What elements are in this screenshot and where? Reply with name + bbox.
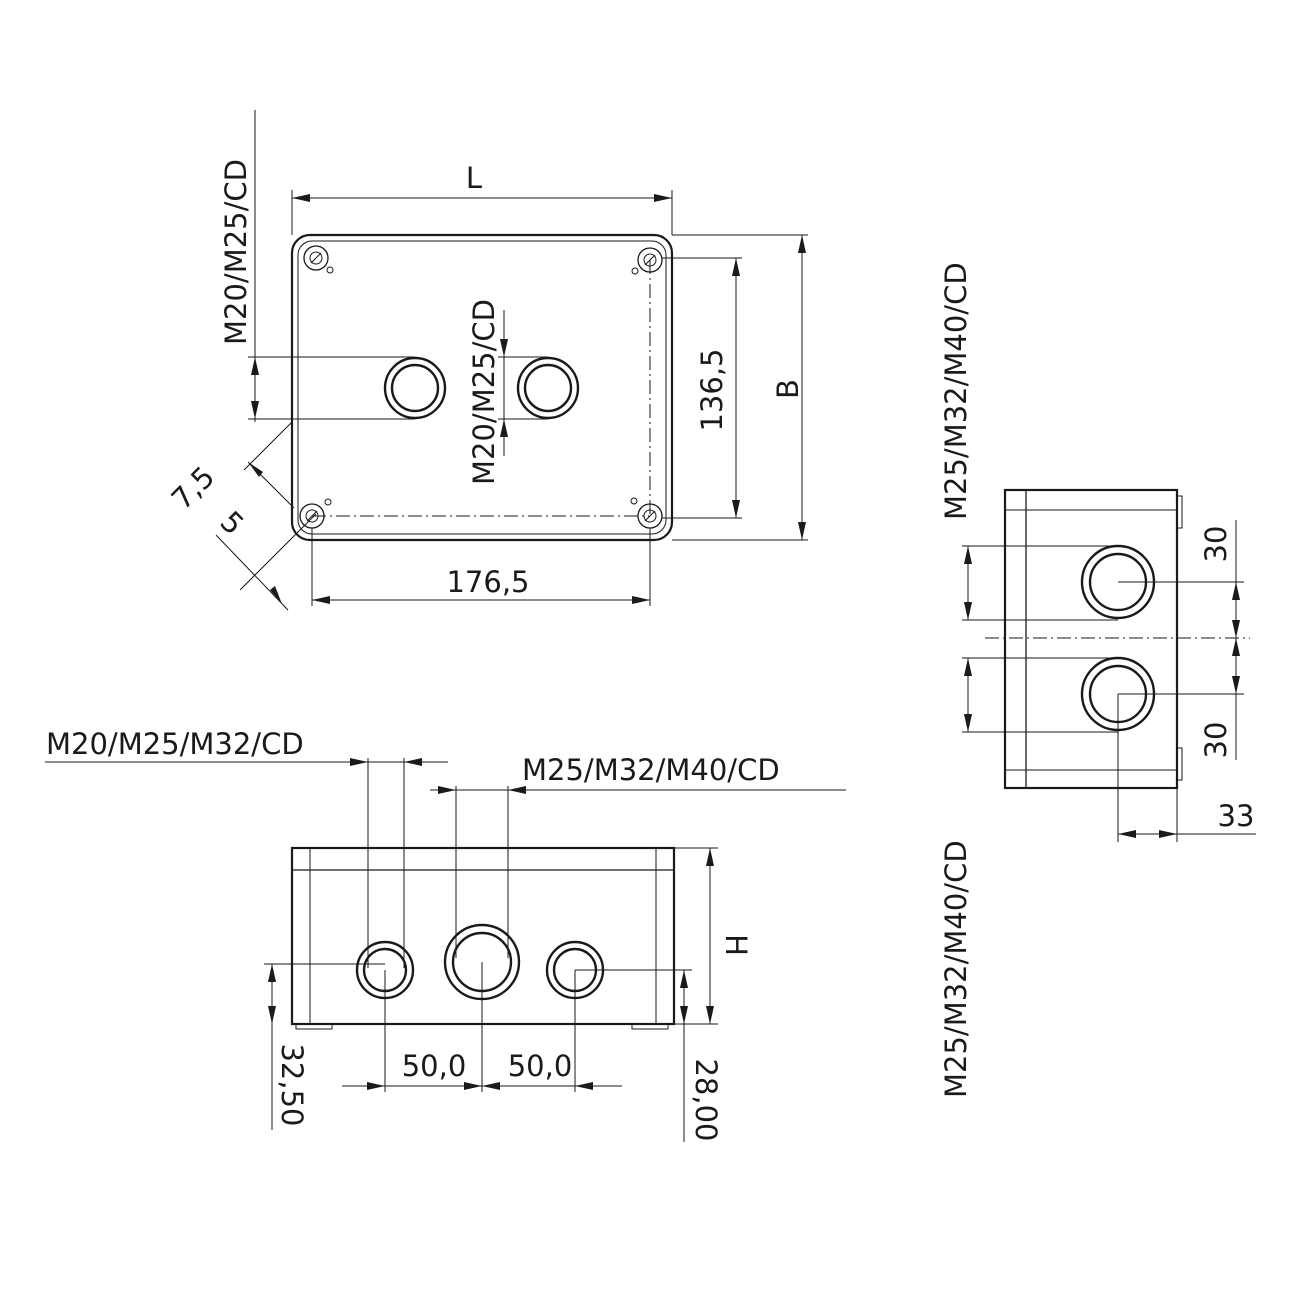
corner-screw-top-left	[303, 245, 334, 274]
side-view-body	[1003, 488, 1179, 790]
dim-side-spacing-upper: 30	[1199, 526, 1233, 563]
dim-hole-spacing-width: 176,5	[446, 565, 529, 599]
front-view-body	[290, 846, 676, 1026]
dim-corner-offset-a: 7,5	[165, 460, 222, 517]
dim-left-height: 32,50	[275, 1043, 309, 1126]
dim-side-depth-offset: 33	[1218, 799, 1255, 833]
top-view: L B 136,5 176,5 7,5 5	[165, 110, 808, 611]
top-view-body	[290, 233, 674, 542]
top-entry-hole-center	[516, 356, 580, 420]
side-view: M25/M32/M40/CD M25/M32/M40/CD 30 30 33	[939, 262, 1256, 1098]
top-entry-center-label: M20/M25/CD	[467, 299, 501, 485]
dim-right-height: 28,00	[689, 1058, 723, 1141]
front-entry-large-label: M25/M32/M40/CD	[522, 753, 780, 787]
side-entry-top-label: M25/M32/M40/CD	[939, 262, 973, 520]
dim-spacing-right: 50,0	[508, 1049, 573, 1083]
corner-screw-bottom-right	[630, 497, 663, 529]
top-view-inner-edge	[297, 240, 667, 535]
dim-corner-offset-b: 5	[214, 504, 251, 541]
corner-screw-top-right	[631, 247, 663, 275]
corner-screw-bottom-left	[299, 498, 332, 529]
top-entry-left-label: M20/M25/CD	[219, 159, 253, 345]
dim-width-B: B	[771, 379, 805, 399]
front-entry-small-label: M20/M25/M32/CD	[46, 727, 304, 761]
side-entry-bottom-label: M25/M32/M40/CD	[939, 840, 973, 1098]
dim-hole-spacing-height: 136,5	[695, 348, 729, 431]
dim-length-L: L	[466, 161, 482, 195]
dim-spacing-left: 50,0	[402, 1049, 467, 1083]
top-entry-hole-left	[383, 356, 447, 420]
dim-side-spacing-lower: 30	[1199, 722, 1233, 759]
dim-height-H: H	[719, 934, 753, 956]
front-view: H M20/M25/M32/CD M25/M32/M40/CD 50,0 50,…	[45, 727, 846, 1142]
